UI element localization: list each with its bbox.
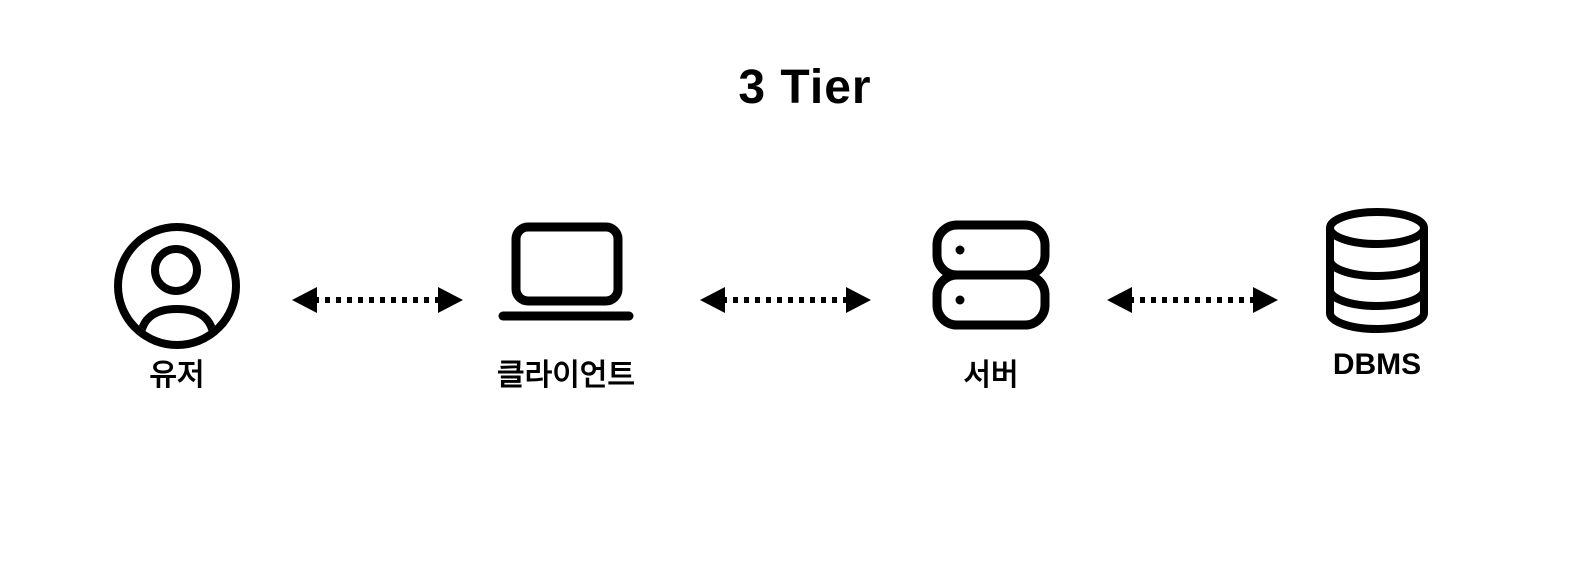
node-client [496,222,636,322]
arrow-client-server [698,282,873,318]
node-user-label: 유저 [149,359,205,392]
dotted-double-arrow-icon [700,287,871,313]
database-icon [1326,208,1428,333]
node-dbms-label: DBMS [1332,348,1422,381]
dotted-double-arrow-icon [1107,287,1278,313]
node-server [931,220,1051,330]
node-server-label: 서버 [963,359,1019,392]
diagram-title: 3 Tier [738,61,872,114]
laptop-icon [498,222,634,321]
arrow-server-dbms [1105,282,1280,318]
user-icon [114,223,240,349]
node-client-label: 클라이언트 [497,359,635,392]
node-dbms [1322,208,1432,333]
node-user [112,221,242,351]
server-icon [932,220,1050,330]
arrow-user-client [290,282,465,318]
dotted-double-arrow-icon [292,287,463,313]
